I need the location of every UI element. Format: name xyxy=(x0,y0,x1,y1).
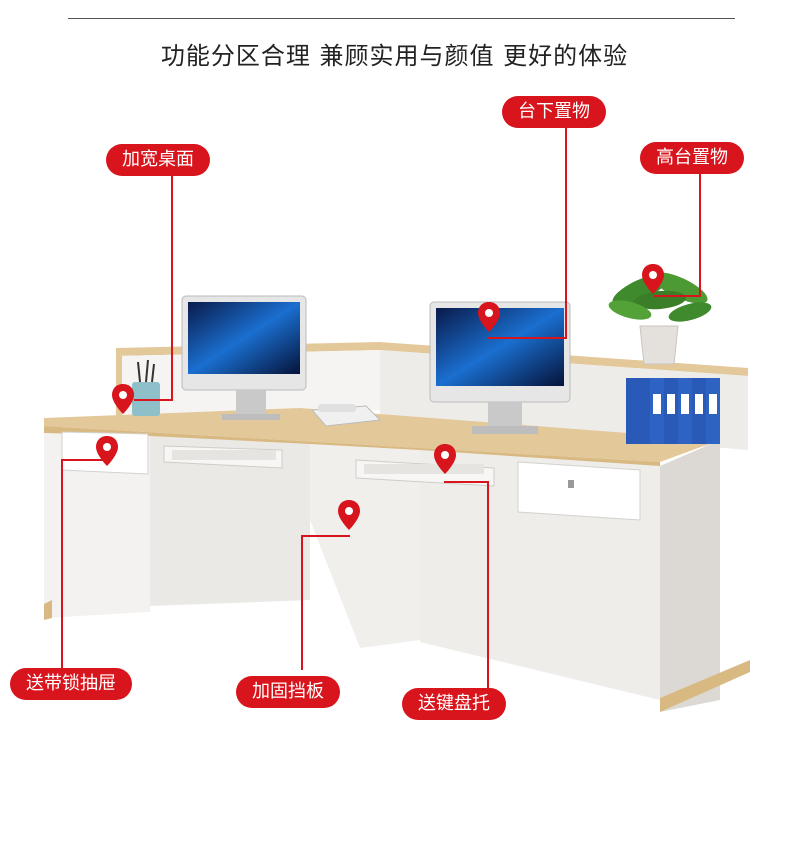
callout-lock-drawer: 送带锁抽屉 xyxy=(10,668,132,700)
pin-icon-high-storage xyxy=(642,264,664,294)
pin-icon-keyboard-tray xyxy=(434,444,456,474)
keyboard-trays xyxy=(163,445,495,487)
callout-high-storage: 高台置物 xyxy=(640,142,744,174)
desk-phone xyxy=(310,404,382,427)
pin-icons xyxy=(96,264,664,530)
lock-drawer-right xyxy=(517,461,641,521)
callout-reinforced-panel: 加固挡板 xyxy=(236,676,340,708)
pin-icon-under-storage xyxy=(478,302,500,332)
callout-wide-desktop: 加宽桌面 xyxy=(106,144,210,176)
monitor-right xyxy=(429,301,571,434)
pin-icon-desktop xyxy=(112,384,134,414)
file-binders xyxy=(626,378,720,444)
pin-icon-drawer xyxy=(96,436,118,466)
top-divider xyxy=(68,18,735,19)
pin-icon-panel xyxy=(338,500,360,530)
callout-leader-lines xyxy=(61,125,701,692)
callout-keyboard-tray: 送键盘托 xyxy=(402,688,506,720)
callout-under-storage: 台下置物 xyxy=(502,96,606,128)
headline: 功能分区合理 兼顾实用与颜值 更好的体验 xyxy=(160,42,629,70)
monitor-left xyxy=(181,295,307,420)
